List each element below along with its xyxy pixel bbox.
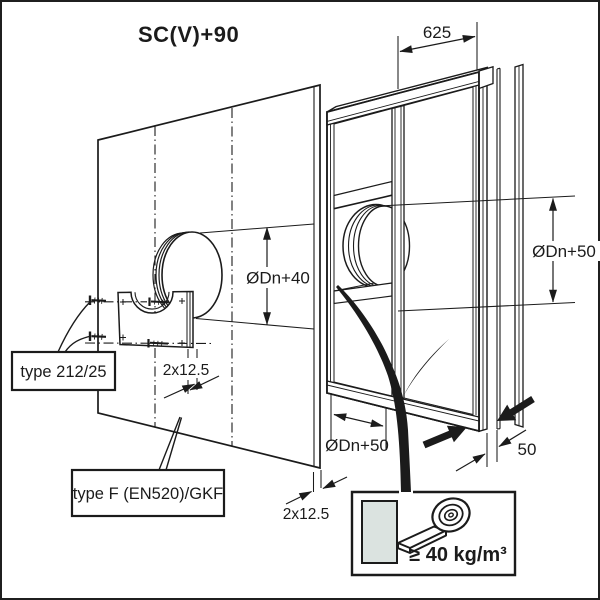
label-text: type F (EN520)/GKF [73, 485, 223, 503]
top-track-fold-line [326, 80, 480, 122]
dimension-dn50-bottom: ØDn+50 [325, 393, 389, 455]
dimension-text: ØDn+50 [532, 242, 596, 261]
dimension-line [333, 413, 384, 428]
dimension-2x125-panel: 2x12.5 [283, 470, 348, 523]
leader-curve [336, 285, 411, 492]
roll-ring [448, 512, 454, 518]
extension-line [397, 301, 576, 312]
direction-arrow-icon [422, 425, 467, 449]
dimension-dn50-right: ØDn+50 [377, 195, 600, 312]
extension-line [486, 430, 498, 467]
dimension-arrow [455, 453, 486, 472]
text-mask [528, 241, 600, 261]
label-text: type 212/25 [20, 363, 106, 381]
dimension-line [399, 34, 476, 54]
dimension-arrow [163, 383, 196, 399]
bracket-callout: type 212/25 [10, 301, 117, 392]
dimension-dn40: ØDn+40 [195, 223, 315, 330]
label-box [70, 468, 226, 518]
mineral-wool-swatch [361, 500, 398, 564]
dimension-50: 50 [455, 429, 537, 472]
dimension-arrow [285, 490, 313, 505]
roll-ring [438, 503, 464, 527]
suspension-bracket [84, 290, 214, 349]
screw-icon [88, 295, 107, 305]
leader-line [64, 335, 90, 353]
dimension-text: ØDn+50 [325, 436, 389, 455]
dimension-arrow [498, 429, 527, 448]
gypsum-panel [84, 83, 321, 470]
dimension-text: 50 [518, 440, 537, 459]
label-box [10, 350, 117, 392]
text-mask [245, 267, 311, 288]
roll-mat-edge [397, 530, 447, 554]
direction-arrow-icon [497, 396, 535, 421]
fixing-point-marks [120, 298, 185, 346]
board-callout: type F (EN520)/GKF [70, 416, 226, 518]
extension-line [312, 470, 322, 492]
direction-arrows [422, 396, 535, 449]
bracket-notch-arc [134, 291, 170, 310]
dimension-arrow [189, 375, 220, 391]
dimension-2x125-bracket: 2x12.5 [163, 349, 220, 399]
extension-line [187, 349, 198, 394]
extension-line [377, 195, 576, 207]
dimension-text: 625 [423, 23, 451, 42]
screw-icon [147, 339, 169, 348]
middle-board-edge [496, 67, 501, 430]
dimension-arrow [322, 476, 348, 490]
page-title: SC(V)+90 [138, 22, 239, 47]
extension-line [195, 317, 315, 330]
bracket-plate [117, 290, 194, 349]
stud [391, 104, 405, 402]
top-track-end [478, 65, 494, 90]
legend: ≥ 40 kg/m³ [350, 490, 517, 577]
dimension-text: 2x12.5 [163, 362, 210, 379]
dimension-text: ØDn+40 [246, 269, 310, 288]
leader-line [57, 301, 91, 353]
legend-density-text: ≥ 40 kg/m³ [409, 544, 507, 566]
roll-ring [443, 508, 459, 522]
dimension-text: 2x12.5 [283, 506, 330, 523]
extension-line [199, 223, 315, 234]
partition-wall [326, 63, 524, 433]
screw-icon [88, 331, 107, 341]
screw-icon [148, 297, 169, 306]
leader-line [158, 416, 183, 471]
wall-outline [326, 70, 480, 433]
mineral-wool-roll-icon [397, 497, 471, 554]
dimension-625: 625 [397, 22, 478, 89]
